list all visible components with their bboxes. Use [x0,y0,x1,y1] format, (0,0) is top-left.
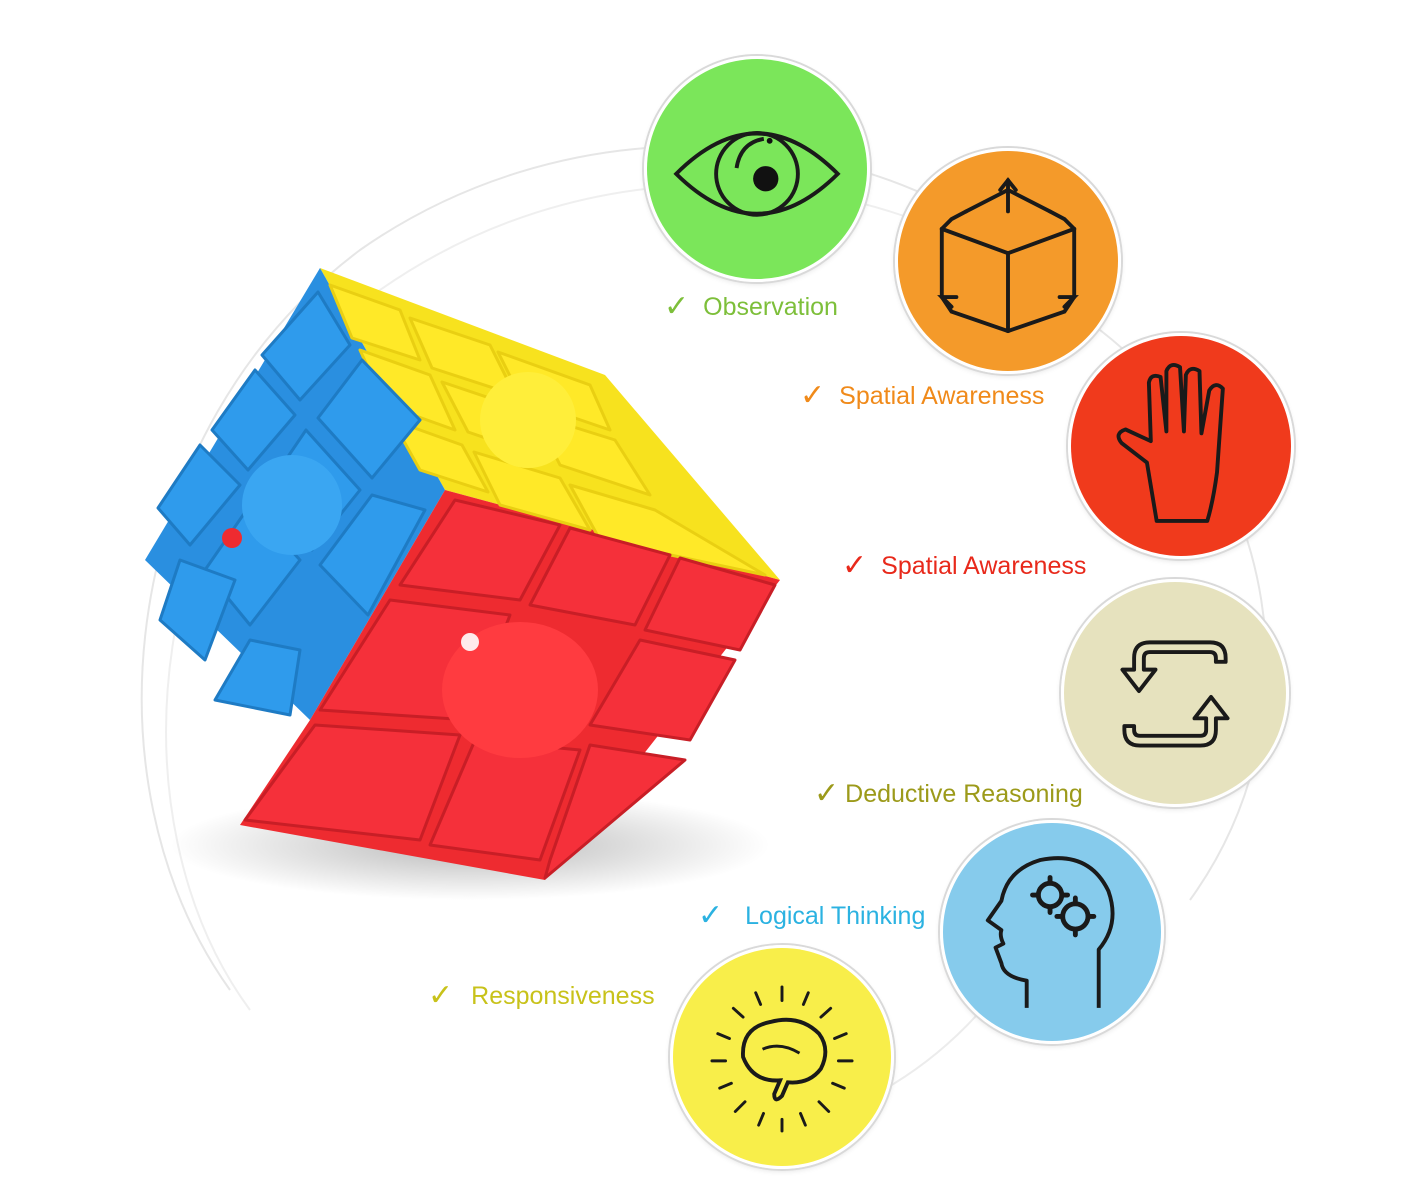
cube-outline-icon [898,151,1118,371]
brain-glow-icon [673,948,891,1166]
label-spatial-awareness-2: ✓ Spatial Awareness [842,551,1086,581]
spatial-awareness-hand-badge [1068,333,1294,559]
label-text: Observation [703,292,838,321]
logical-thinking-badge [940,820,1164,1044]
label-text: Spatial Awareness [839,381,1045,410]
label-spatial-awareness-1: ✓ Spatial Awareness [800,381,1044,411]
label-logical-thinking: ✓ Logical Thinking [698,901,925,931]
label-text: Deductive Reasoning [845,779,1083,808]
check-icon: ✓ [664,290,690,323]
check-icon: ✓ [428,979,454,1012]
deductive-reasoning-badge [1061,579,1289,807]
check-icon: ✓ [814,777,840,810]
responsiveness-badge [670,945,894,1169]
spatial-awareness-cube-badge [895,148,1121,374]
label-text: Spatial Awareness [881,551,1087,580]
label-observation: ✓ Observation [664,292,838,322]
eye-icon [647,59,867,279]
rotate-arrows-icon [1064,582,1286,804]
label-text: Logical Thinking [745,901,926,930]
label-text: Responsiveness [471,981,655,1010]
label-deductive-reasoning: ✓ Deductive Reasoning [814,779,1083,809]
hand-icon [1071,336,1291,556]
check-icon: ✓ [842,549,868,582]
check-icon: ✓ [800,379,826,412]
check-icon: ✓ [698,899,724,932]
head-gears-icon [943,823,1161,1041]
observation-badge [644,56,870,282]
label-responsiveness: ✓ Responsiveness [428,981,655,1011]
